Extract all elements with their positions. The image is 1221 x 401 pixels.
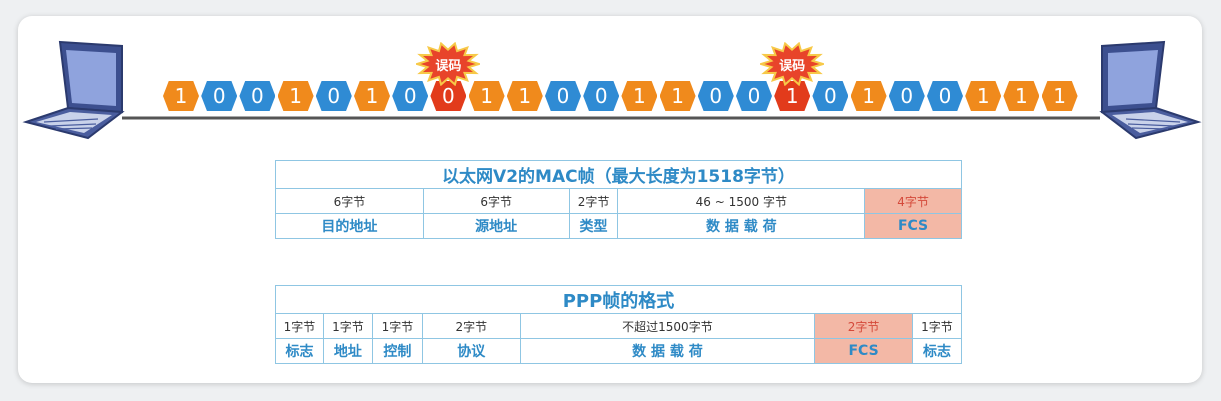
bit: 1 bbox=[163, 81, 199, 111]
starburst-icon bbox=[416, 42, 481, 86]
bit: 1 bbox=[354, 81, 390, 111]
bit: 0 bbox=[736, 81, 772, 111]
network-link bbox=[122, 116, 1100, 120]
ppp-frame-title: PPP帧的格式 bbox=[275, 285, 962, 314]
laptop-icon bbox=[1099, 40, 1202, 140]
protocol-size: 2字节 bbox=[421, 313, 521, 339]
fcs-size: 4字节 bbox=[864, 188, 962, 214]
dest-address-size: 6字节 bbox=[275, 188, 424, 214]
bit: 0 bbox=[812, 81, 849, 111]
address-field: 地址 bbox=[322, 338, 373, 364]
bit: 1 bbox=[621, 81, 658, 111]
bit: 0 bbox=[239, 81, 276, 111]
control-field: 控制 bbox=[371, 338, 423, 364]
end-flag-field: 标志 bbox=[912, 338, 962, 364]
bit: 1 bbox=[277, 81, 314, 111]
bit: 0 bbox=[201, 81, 238, 111]
payload-field: 数 据 载 荷 bbox=[617, 213, 866, 239]
bit: 1 bbox=[1041, 81, 1078, 111]
laptop-icon bbox=[22, 40, 125, 140]
address-size: 1字节 bbox=[322, 313, 373, 339]
bit: 0 bbox=[583, 81, 620, 111]
bit: 1 bbox=[659, 81, 696, 111]
error-label: 误码 bbox=[435, 59, 462, 74]
dest-address-field: 目的地址 bbox=[275, 213, 424, 239]
bit: 0 bbox=[392, 81, 429, 111]
bit: 0 bbox=[888, 81, 925, 111]
flag-size: 1字节 bbox=[275, 313, 324, 339]
bit: 0 bbox=[927, 81, 963, 111]
ethernet-frame-table: 以太网V2的MAC帧（最大长度为1518字节） 6字节 6字节 2字节 46 ~… bbox=[275, 160, 962, 239]
bit: 0 bbox=[545, 81, 581, 111]
bit: 1 bbox=[506, 81, 543, 111]
src-address-size: 6字节 bbox=[422, 188, 570, 214]
error-bit: 1 bbox=[774, 81, 811, 111]
ppp-frame-table: PPP帧的格式 1字节 1字节 1字节 2字节 不超过1500字节 2字节 1字… bbox=[275, 285, 962, 364]
bit: 0 bbox=[697, 81, 734, 111]
protocol-field: 协议 bbox=[421, 338, 521, 364]
bit: 1 bbox=[965, 81, 1002, 111]
fcs-size: 2字节 bbox=[814, 313, 913, 339]
end-flag-size: 1字节 bbox=[912, 313, 962, 339]
src-address-field: 源地址 bbox=[422, 213, 570, 239]
payload-size: 46 ~ 1500 字节 bbox=[617, 188, 866, 214]
ethernet-frame-title: 以太网V2的MAC帧（最大长度为1518字节） bbox=[275, 160, 962, 189]
error-label: 误码 bbox=[779, 59, 806, 74]
fcs-field: FCS bbox=[814, 338, 913, 364]
fcs-field: FCS bbox=[864, 213, 962, 239]
bit: 1 bbox=[1003, 81, 1040, 111]
error-bit: 0 bbox=[430, 81, 467, 111]
payload-field: 数 据 载 荷 bbox=[519, 338, 816, 364]
bit: 1 bbox=[850, 81, 887, 111]
control-size: 1字节 bbox=[371, 313, 423, 339]
type-size: 2字节 bbox=[568, 188, 619, 214]
flag-field: 标志 bbox=[275, 338, 324, 364]
payload-size: 不超过1500字节 bbox=[519, 313, 816, 339]
bit: 1 bbox=[468, 81, 505, 111]
type-field: 类型 bbox=[568, 213, 619, 239]
starburst-icon bbox=[760, 42, 825, 86]
bit: 0 bbox=[315, 81, 352, 111]
